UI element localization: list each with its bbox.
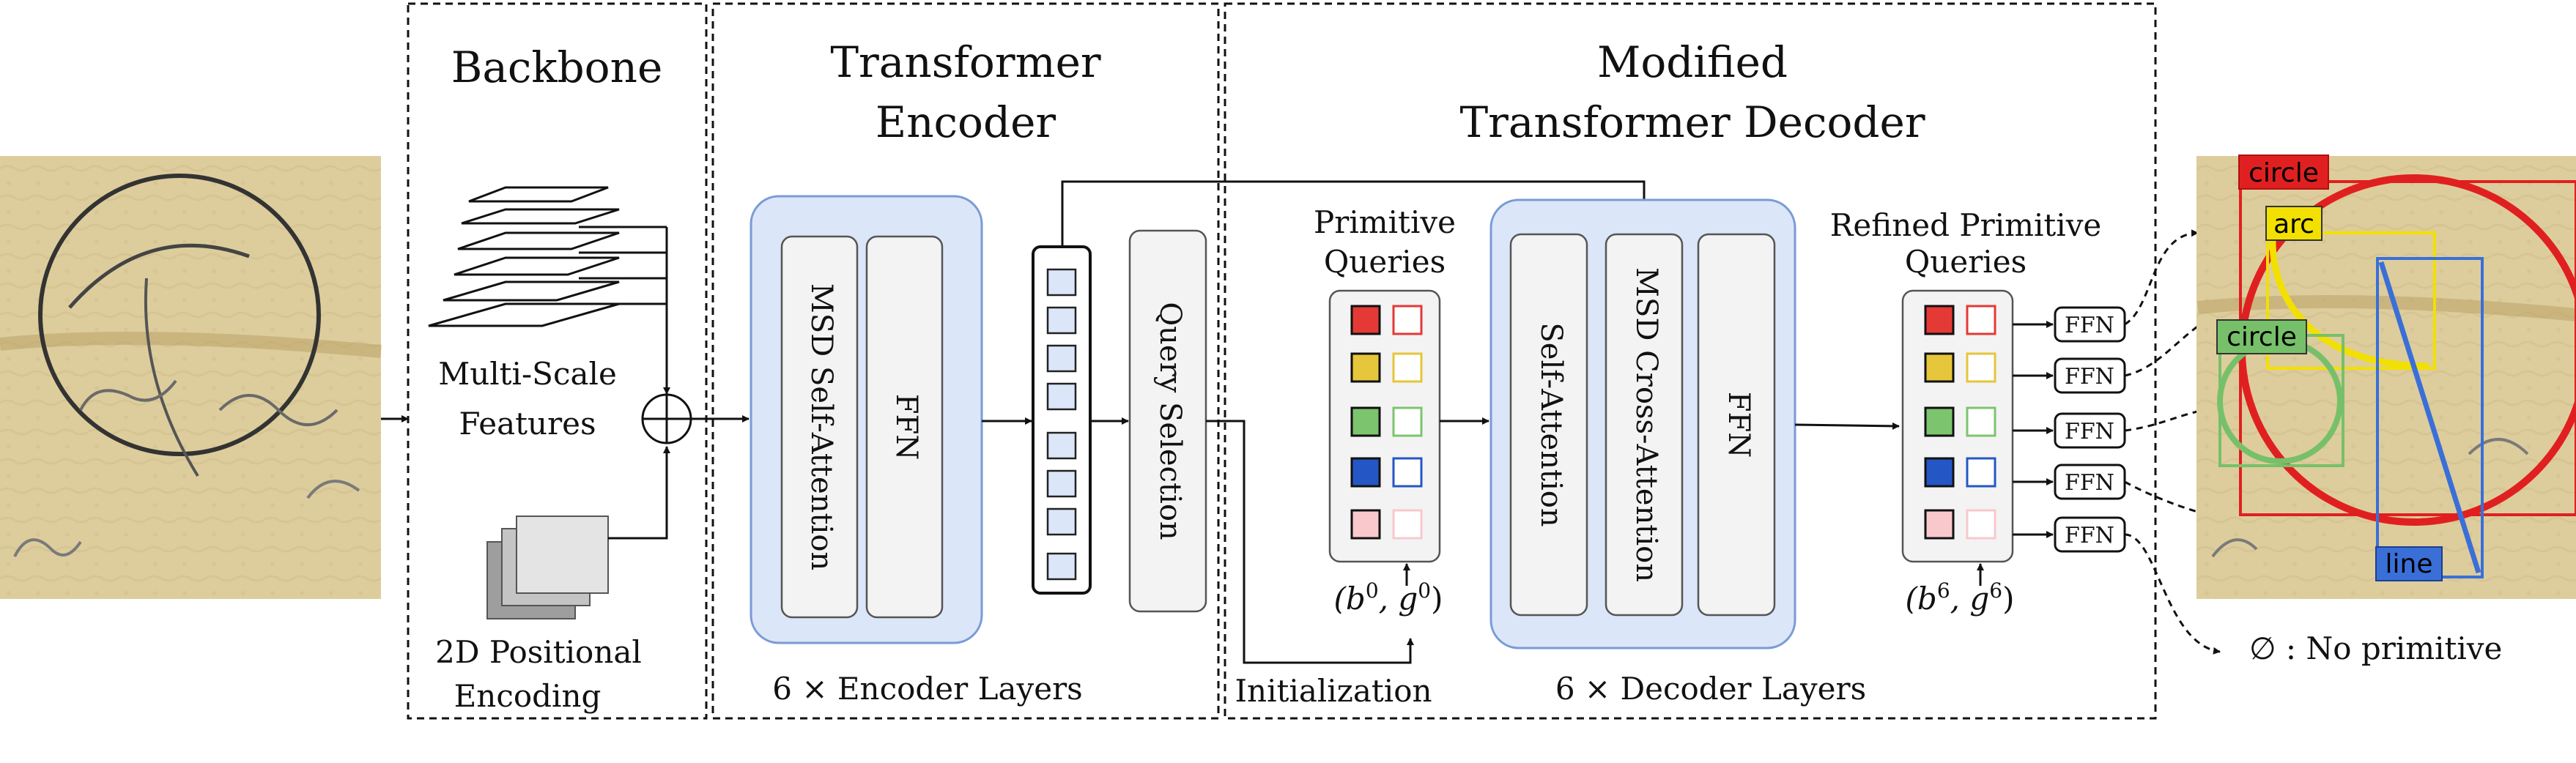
decoder-ffn-label: FFN bbox=[1722, 392, 1755, 458]
decoder-title-2: Transformer Decoder bbox=[1459, 97, 1925, 147]
feature-stack-icon bbox=[428, 186, 620, 327]
initial-state-math: (b0, g0) bbox=[1334, 578, 1443, 617]
msd-cross-attention-label: MSD Cross-Attention bbox=[1629, 267, 1663, 582]
query-selection-label: Query Selection bbox=[1153, 302, 1187, 540]
primitive-queries-box bbox=[1328, 289, 1441, 563]
encoder-title-2: Encoder bbox=[876, 97, 1056, 147]
refined-state-math: (b6, g6) bbox=[1906, 578, 2015, 617]
output-image: circle arc circle line bbox=[2196, 155, 2576, 599]
ffn-head-2-label: FFN bbox=[2065, 364, 2114, 390]
encoder-ffn-block bbox=[865, 235, 944, 619]
msd-cross-attention-block bbox=[1605, 233, 1684, 617]
msd-self-attention-label: MSD Self-Attention bbox=[804, 283, 838, 570]
msd-self-attention-block bbox=[780, 235, 859, 619]
backbone-section bbox=[407, 2, 708, 720]
ffn-head-4-label: FFN bbox=[2065, 470, 2114, 496]
initialization-arrow bbox=[1206, 420, 1414, 664]
decoder-title-1: Modified bbox=[1597, 37, 1788, 87]
features-label-1: Multi-Scale bbox=[438, 356, 617, 392]
encoder-token-column bbox=[1032, 245, 1092, 595]
features-label-2: Features bbox=[459, 406, 596, 442]
pos-label-1: 2D Positional bbox=[435, 634, 642, 670]
refined-queries-label-1: Refined Primitive bbox=[1830, 207, 2102, 243]
decoder-ffn-block bbox=[1697, 233, 1776, 617]
decoder-self-attention-block bbox=[1509, 233, 1588, 617]
encoder-title-1: Transformer bbox=[830, 37, 1101, 87]
encoder-section bbox=[711, 2, 1220, 720]
feature-connector-lines bbox=[579, 226, 670, 395]
plus-circle-icon bbox=[641, 393, 692, 444]
pos-encoding-arrow bbox=[608, 446, 670, 540]
arc-bbox bbox=[2266, 231, 2436, 370]
encoder-layers-label: 6 × Encoder Layers bbox=[772, 671, 1082, 707]
decoder-section bbox=[1224, 2, 2157, 720]
ffn-head-1-label: FFN bbox=[2065, 313, 2114, 338]
primitive-queries-label-2: Queries bbox=[1324, 244, 1446, 280]
primitive-queries-label-1: Primitive bbox=[1314, 204, 1456, 240]
no-primitive-label: ∅ : No primitive bbox=[2249, 630, 2502, 666]
initialization-label: Initialization bbox=[1235, 673, 1432, 709]
encoder-ffn-label: FFN bbox=[889, 394, 923, 461]
decoder-layers-label: 6 × Decoder Layers bbox=[1555, 671, 1866, 707]
ffn-head-5-label: FFN bbox=[2065, 523, 2114, 548]
positional-encoding-stack-icon bbox=[486, 516, 609, 619]
detected-arc bbox=[2269, 237, 2429, 370]
decoder-self-attention-label: Self-Attention bbox=[1534, 322, 1568, 526]
ffn-heads: FFN FFN FFN FFN FFN bbox=[2013, 306, 2126, 553]
backbone-title: Backbone bbox=[451, 42, 663, 92]
input-image bbox=[0, 156, 382, 599]
refined-queries-box bbox=[1901, 289, 2014, 563]
pos-label-2: Encoding bbox=[454, 678, 602, 714]
tag-circle-top: circle bbox=[2249, 158, 2319, 188]
tag-circle-left: circle bbox=[2227, 322, 2297, 352]
ffn-head-3-label: FFN bbox=[2065, 419, 2114, 444]
decoder-to-refined-arrow bbox=[1794, 422, 1900, 430]
refined-queries-label-2: Queries bbox=[1905, 244, 2027, 280]
detected-line bbox=[2378, 261, 2481, 574]
tag-line: line bbox=[2386, 549, 2433, 579]
tag-arc: arc bbox=[2273, 209, 2314, 239]
